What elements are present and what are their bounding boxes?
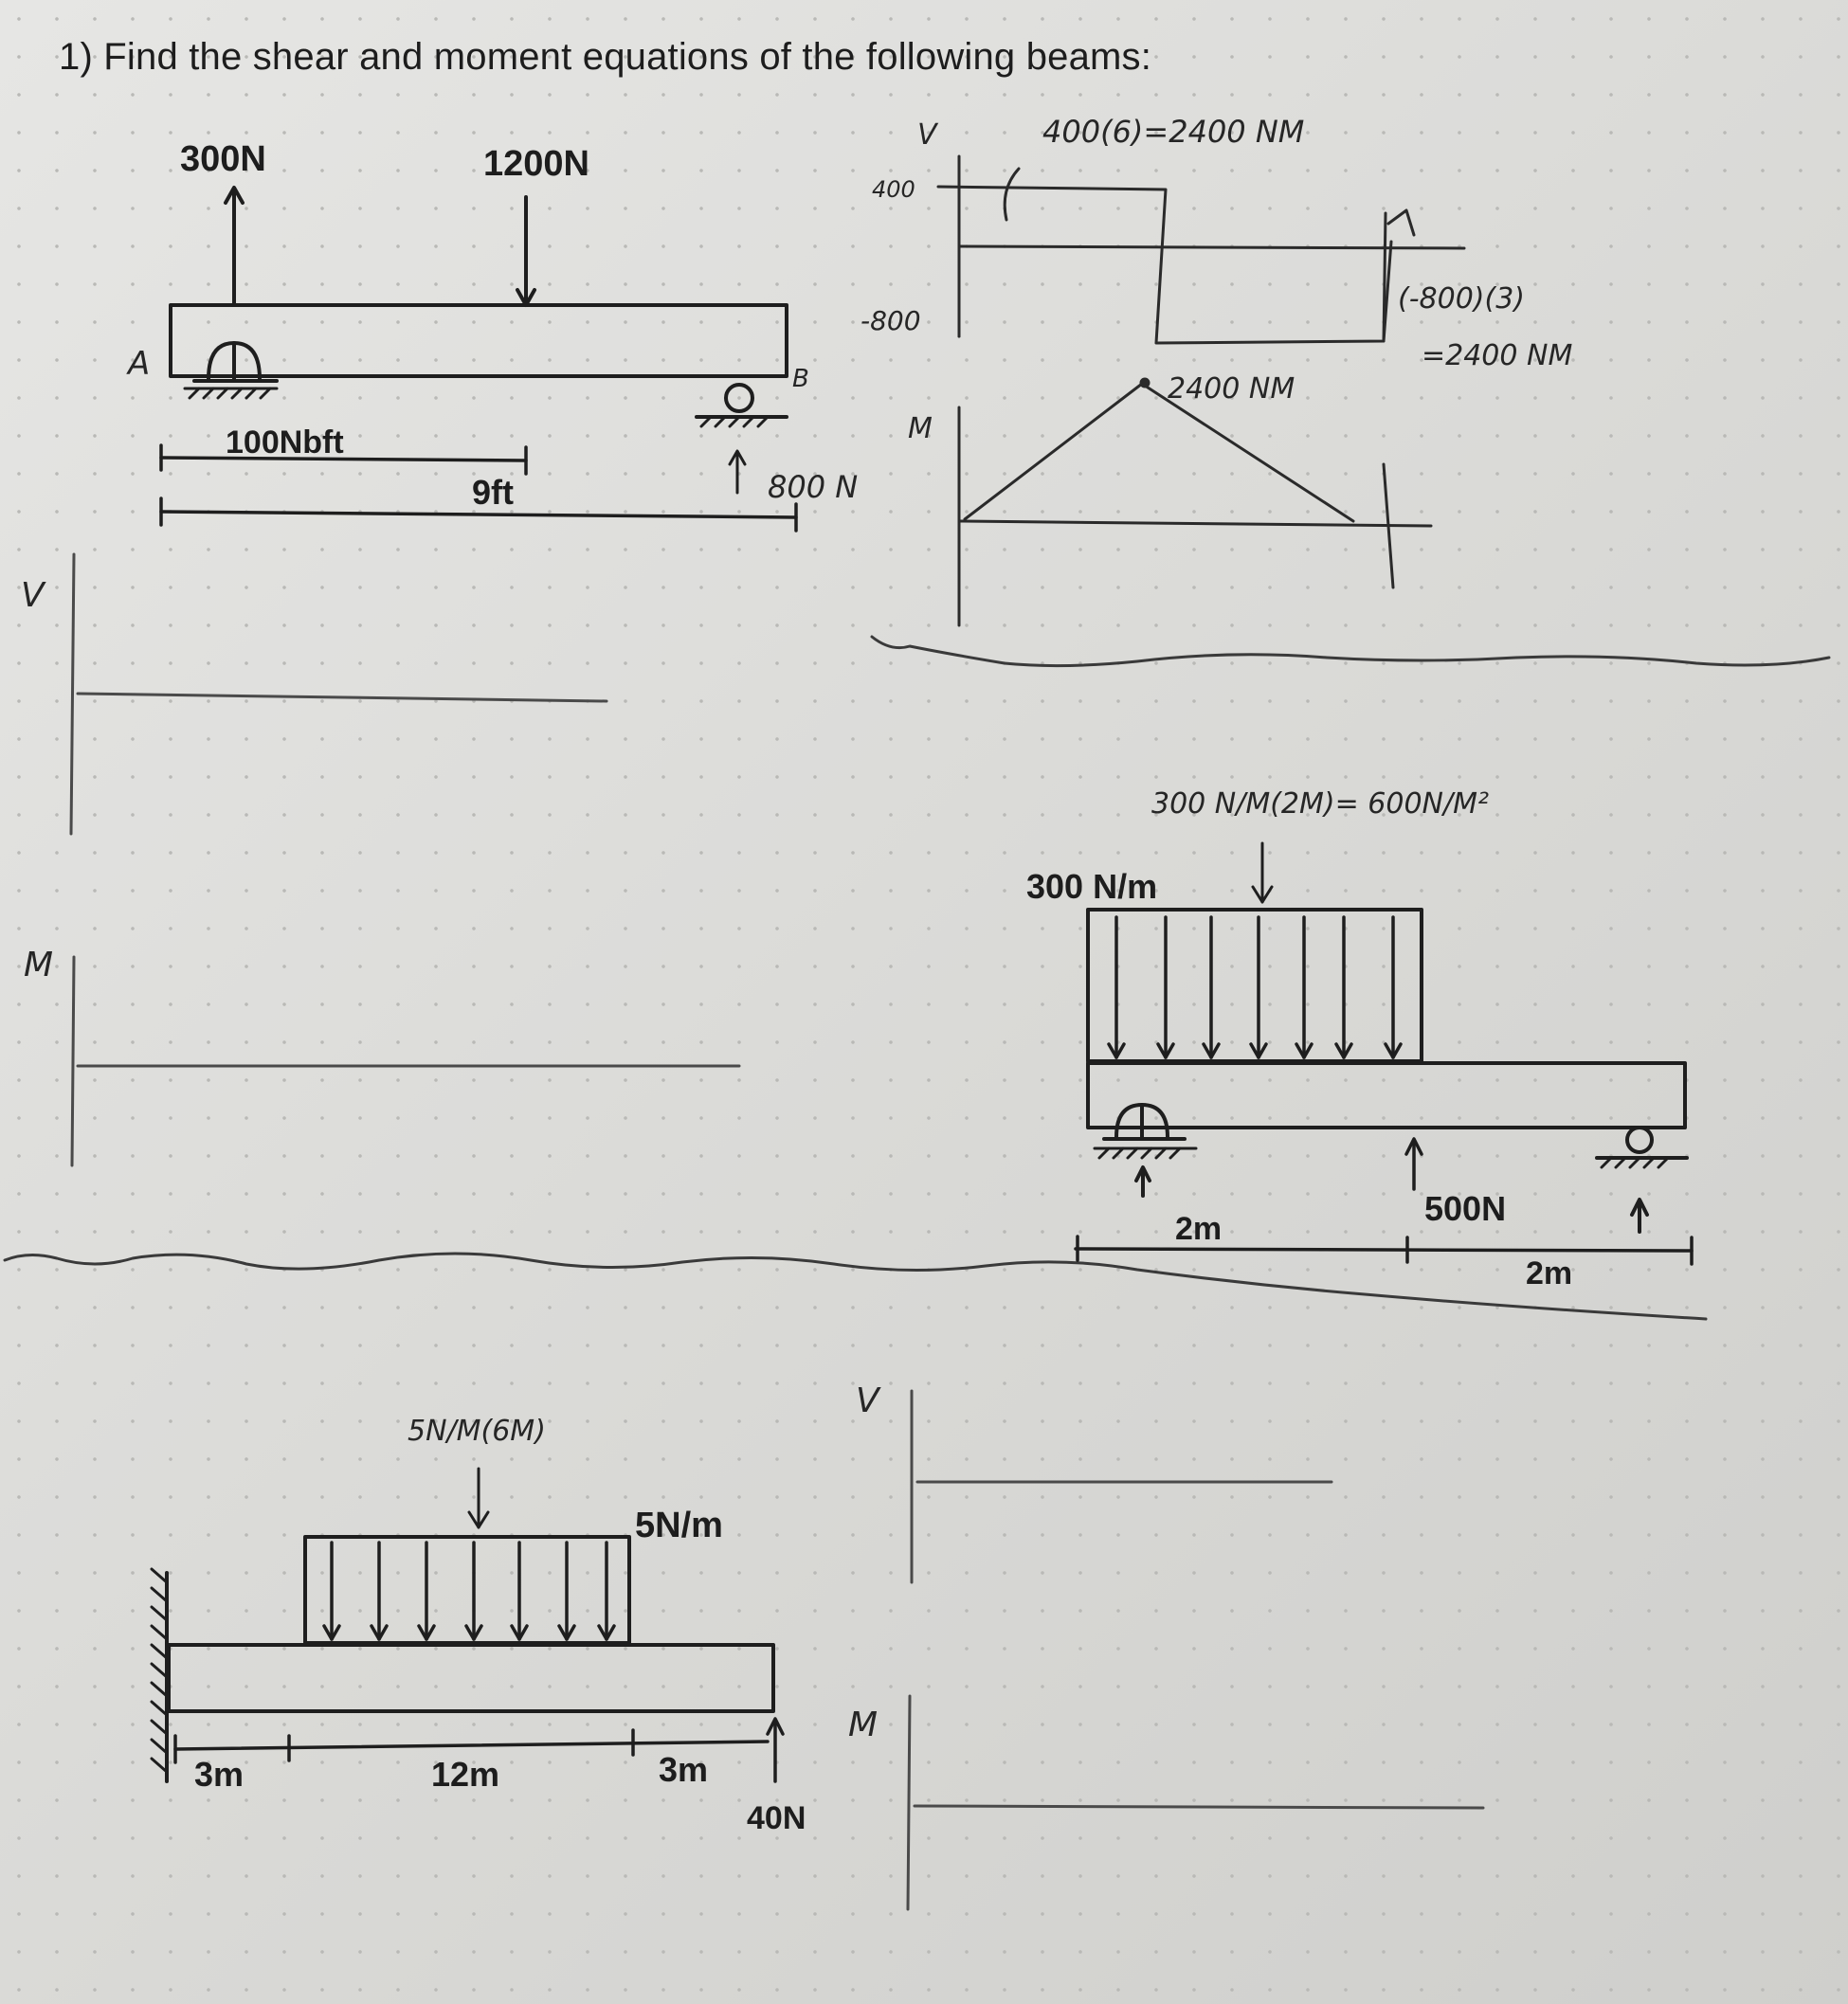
fixed-support-wall-icon: [150, 1567, 169, 1783]
reaction-label-40n: 40N: [747, 1800, 806, 1836]
support-label-b: B: [792, 365, 809, 393]
dimension-label-beam-2-a: 2m: [1175, 1211, 1222, 1247]
load-calc-beam-3: 5N/M(6M): [408, 1415, 546, 1448]
roller-support-beam-2-icon: [1595, 1126, 1689, 1234]
dimension-label-beam-3-a: 3m: [194, 1755, 244, 1794]
distributed-load-arrows-beam-3-icon: [322, 1541, 616, 1641]
axis-label-v-beam-1: V: [21, 576, 46, 615]
problem-title: 1) Find the shear and moment equations o…: [59, 36, 1152, 78]
beam-3-body: [167, 1643, 775, 1713]
area-note-1: 400(6)=2400 NM: [1042, 114, 1304, 150]
dimension-label-1: 100Nbft: [226, 424, 344, 460]
separator-line-2: [3, 1252, 1708, 1321]
pin-support-beam-2-icon: [1093, 1103, 1198, 1198]
resultant-arrow-beam-3-icon: [467, 1467, 490, 1529]
axis-label-m-beam-1: M: [24, 946, 53, 984]
roller-support-b-icon: [695, 383, 788, 428]
beam-1: 300N 1200N A B: [126, 139, 858, 533]
axis-label-v-beam-3: V: [856, 1381, 881, 1420]
axis-label-m-beam-3: M: [848, 1706, 878, 1744]
arrow-down-1200n-icon: [516, 195, 536, 307]
dimension-lines-beam-2: [1074, 1235, 1694, 1266]
dimension-lines-beam-3: [173, 1728, 770, 1764]
load-label-beam-2: 300 N/m: [1026, 867, 1157, 906]
dimension-label-beam-3-b: 12m: [431, 1755, 499, 1794]
shear-diagram-beam-1: [936, 154, 1466, 345]
dimension-label-2: 9ft: [472, 473, 514, 512]
beam-2-body: [1086, 1061, 1687, 1129]
arrow-up-300n-icon: [224, 186, 245, 305]
shear-value-top: 400: [872, 176, 915, 203]
beam-3-empty-axes: [906, 1389, 1485, 1911]
beam-2: 300 N/M(2M)= 600N/M² 300 N/m: [1026, 787, 1694, 1291]
force-label-1200n: 1200N: [483, 144, 589, 184]
moment-diagram-beam-1: [957, 377, 1433, 627]
beam-1-body: [169, 303, 788, 378]
separator-line-1: [870, 635, 1831, 668]
support-label-a: A: [126, 345, 150, 383]
reaction-arrow-b-icon: [728, 449, 747, 495]
beam-1-empty-axes: [69, 552, 741, 1167]
shear-axis-label-beam-1: V: [917, 118, 939, 152]
load-calc-beam-2: 300 N/M(2M)= 600N/M²: [1151, 787, 1489, 821]
reaction-arrow-40n-icon: [766, 1717, 785, 1783]
dimension-lines-beam-1: [159, 443, 798, 533]
area-note-2-line-2: =2400 NM: [1422, 339, 1572, 372]
shear-value-bottom: -800: [861, 305, 921, 336]
force-label-300n: 300N: [180, 139, 266, 179]
pin-support-a-icon: [183, 341, 279, 400]
moment-axis-label-beam-1: M: [908, 412, 933, 445]
resultant-arrow-beam-2-icon: [1251, 841, 1274, 904]
beam-3: 5N/M(6M) 5N/m: [150, 1415, 806, 1836]
dimension-label-beam-3-c: 3m: [659, 1750, 708, 1789]
distributed-load-arrows-beam-2-icon: [1107, 915, 1403, 1059]
area-note-2-line-1: (-800)(3): [1398, 282, 1525, 316]
moment-peak-note: 2400 NM: [1168, 372, 1295, 406]
distributed-load-block-beam-2: [1086, 908, 1423, 1063]
force-label-500n: 500N: [1424, 1189, 1506, 1228]
reaction-label-b: 800 N: [768, 469, 858, 505]
force-arrow-500n-icon: [1404, 1137, 1423, 1191]
dimension-label-beam-2-b: 2m: [1526, 1255, 1572, 1291]
load-label-beam-3: 5N/m: [635, 1506, 723, 1545]
